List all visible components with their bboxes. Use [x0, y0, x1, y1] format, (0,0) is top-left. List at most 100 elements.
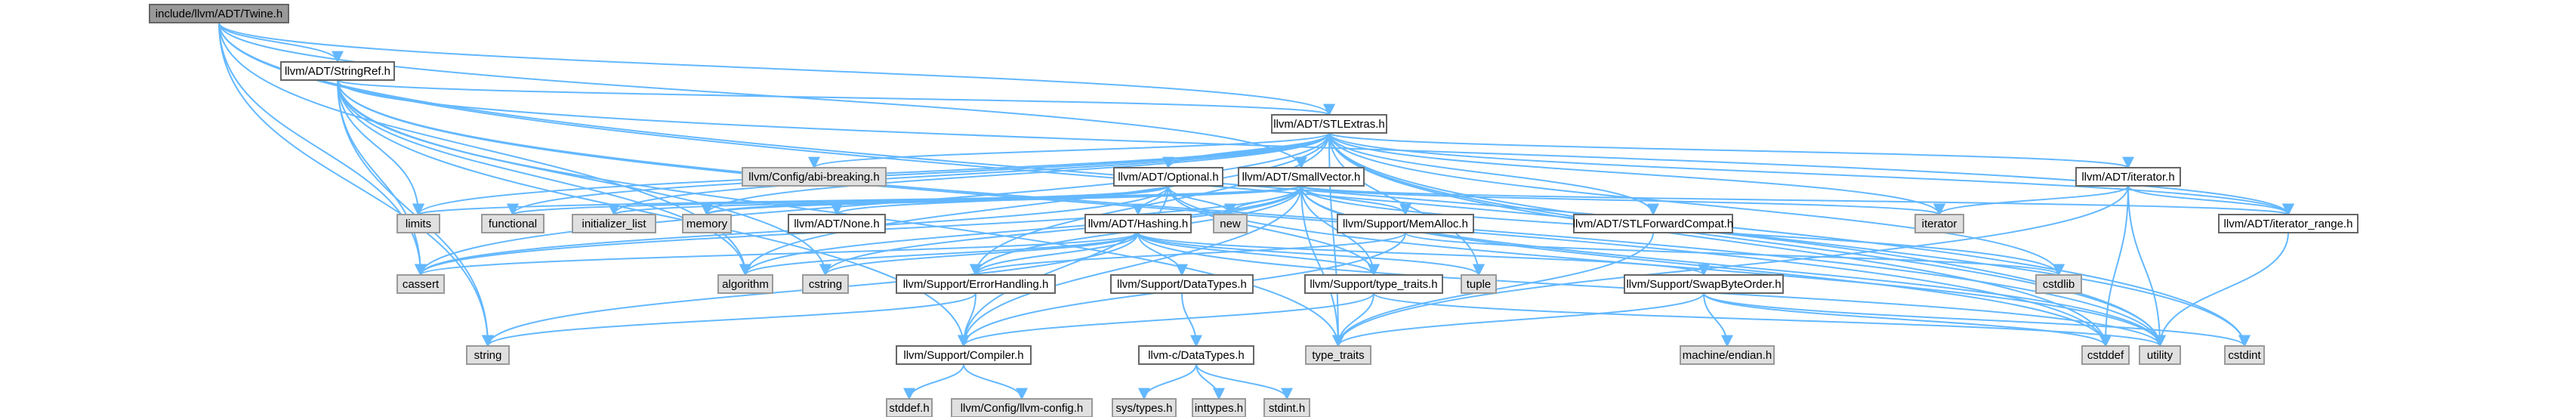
edge-stlextras-to-iteratorh: [1328, 132, 2134, 169]
node-typetraits: type_traits: [1305, 345, 1371, 365]
edge-hashing-to-cassert: [415, 232, 1139, 276]
edge-compiler-to-llvmconfig: [963, 363, 1028, 400]
edge-hashing-to-typetraitsh: [1137, 232, 1380, 276]
edge-datatypes-to-cdatatypes: [1181, 292, 1202, 348]
node-utility: utility: [2139, 345, 2181, 365]
edge-hashing-to-algorithm: [739, 232, 1139, 276]
node-box: [886, 398, 933, 417]
node-box: [1192, 398, 1246, 417]
node-label: algorithm: [722, 278, 769, 291]
node-typetraitsh[interactable]: llvm/Support/type_traits.h: [1304, 274, 1443, 294]
node-label: llvm/ADT/iterator_range.h: [2224, 218, 2353, 230]
edge-hashing-to-datatypes: [1137, 232, 1188, 276]
node-smallvector[interactable]: llvm/ADT/SmallVector.h: [1238, 167, 1365, 187]
node-box: [896, 345, 1032, 365]
edge-twine-to-cstdint: [218, 22, 2251, 348]
edge-iteratorh-to-cstddef: [2099, 185, 2129, 348]
node-label: llvm/ADT/StringRef.h: [285, 65, 390, 78]
edge-smallvector-to-cstddef: [1300, 185, 2112, 348]
node-stlfwd[interactable]: llvm/ADT/STLForwardCompat.h: [1573, 214, 1734, 233]
node-box: [1238, 167, 1365, 187]
node-label: new: [1220, 218, 1241, 230]
node-box: [1914, 214, 1964, 233]
edge-memalloc-to-cstdlib: [1405, 232, 2065, 276]
node-label: limits: [406, 218, 431, 230]
node-new: new: [1213, 214, 1248, 233]
node-label: llvm/ADT/Optional.h: [1118, 171, 1218, 184]
node-label: sys/types.h: [1115, 402, 1172, 415]
node-limits: limits: [396, 214, 440, 233]
node-string: string: [466, 345, 510, 365]
edge-hashing-to-errhandling: [970, 232, 1139, 276]
edge-smallvector-to-iterator: [1300, 185, 1945, 216]
node-label: llvm/ADT/None.h: [794, 218, 879, 230]
node-iterrange[interactable]: llvm/ADT/iterator_range.h: [2218, 214, 2359, 233]
edge-stlextras-to-iterrange: [1328, 132, 2294, 216]
node-box: [1624, 274, 1784, 294]
node-box: [1263, 398, 1310, 417]
node-errhandling[interactable]: llvm/Support/ErrorHandling.h: [896, 274, 1056, 294]
node-functional: functional: [481, 214, 545, 233]
edge-smallvector-to-compiler: [958, 185, 1302, 348]
node-label: llvm/Support/ErrorHandling.h: [903, 278, 1049, 291]
node-abi: llvm/Config/abi-breaking.h: [742, 167, 887, 187]
node-stlextras[interactable]: llvm/ADT/STLExtras.h: [1271, 114, 1387, 134]
edge-stringref-to-limits: [337, 79, 424, 216]
node-label: llvm/ADT/Hashing.h: [1088, 218, 1189, 230]
node-label: tuple: [1467, 278, 1492, 291]
edge-twine-to-string: [218, 22, 494, 348]
node-box: [2224, 345, 2265, 365]
node-box: [1271, 114, 1387, 134]
node-stringref[interactable]: llvm/ADT/StringRef.h: [280, 61, 395, 81]
node-label: llvm/Support/DataTypes.h: [1117, 278, 1247, 291]
node-label: llvm/Support/type_traits.h: [1310, 278, 1437, 291]
edge-cdatatypes-to-systypes: [1138, 363, 1197, 400]
node-none[interactable]: llvm/ADT/None.h: [788, 214, 886, 233]
edge-stlextras-to-typetraits: [1328, 132, 1344, 348]
node-label: inttypes.h: [1195, 402, 1243, 415]
node-cdatatypes[interactable]: llvm-c/DataTypes.h: [1138, 345, 1254, 365]
edge-stringref-to-stlextras: [337, 79, 1335, 116]
node-datatypes[interactable]: llvm/Support/DataTypes.h: [1110, 274, 1254, 294]
edge-iteratorh-to-typetraits: [1332, 185, 2129, 348]
node-stdint: stdint.h: [1263, 398, 1310, 417]
node-compiler[interactable]: llvm/Support/Compiler.h: [896, 345, 1032, 365]
node-label: llvm-c/DataTypes.h: [1148, 349, 1245, 362]
node-swapbyte[interactable]: llvm/Support/SwapByteOrder.h: [1624, 274, 1784, 294]
edge-stringref-to-iterrange: [337, 79, 2294, 216]
node-label: type_traits: [1312, 349, 1364, 362]
edge-swapbyte-to-cstddef: [1703, 292, 2112, 348]
node-label: utility: [2147, 349, 2173, 362]
edge-typetraitsh-to-utility: [1373, 292, 2166, 348]
node-hashing[interactable]: llvm/ADT/Hashing.h: [1084, 214, 1192, 233]
node-optional[interactable]: llvm/ADT/Optional.h: [1113, 167, 1223, 187]
node-label: cstdlib: [2043, 278, 2075, 291]
edge-stlextras-to-algorithm: [739, 132, 1330, 276]
node-box: [951, 398, 1093, 417]
node-box: [802, 274, 849, 294]
node-label: llvm/ADT/iterator.h: [2081, 171, 2174, 184]
edge-layer: [218, 22, 2294, 400]
node-machendian: machine/endian.h: [1680, 345, 1775, 365]
node-algorithm: algorithm: [717, 274, 773, 294]
node-label: stddef.h: [889, 402, 929, 415]
node-box: [396, 214, 440, 233]
edge-stlextras-to-utility: [1328, 132, 2166, 348]
node-inttypes: inttypes.h: [1192, 398, 1246, 417]
edge-stringref-to-algorithm: [337, 79, 751, 276]
node-memalloc[interactable]: llvm/Support/MemAlloc.h: [1337, 214, 1474, 233]
node-label: iterator: [1922, 218, 1957, 230]
edge-smallvector-to-typetraits: [1300, 185, 1344, 348]
edge-stlextras-to-cstdint: [1328, 132, 2251, 348]
node-iteratorh[interactable]: llvm/ADT/iterator.h: [2075, 167, 2181, 187]
node-label: string: [474, 349, 502, 362]
edge-twine-to-cassert: [218, 22, 427, 276]
edge-memalloc-to-errhandling: [970, 232, 1406, 276]
node-label: llvm/Support/MemAlloc.h: [1343, 218, 1468, 230]
node-label: llvm/ADT/STLExtras.h: [1273, 118, 1385, 131]
node-box: [1337, 214, 1474, 233]
node-box: [1573, 214, 1733, 233]
node-twine[interactable]: include/llvm/ADT/Twine.h: [149, 4, 289, 23]
node-box: [682, 214, 732, 233]
